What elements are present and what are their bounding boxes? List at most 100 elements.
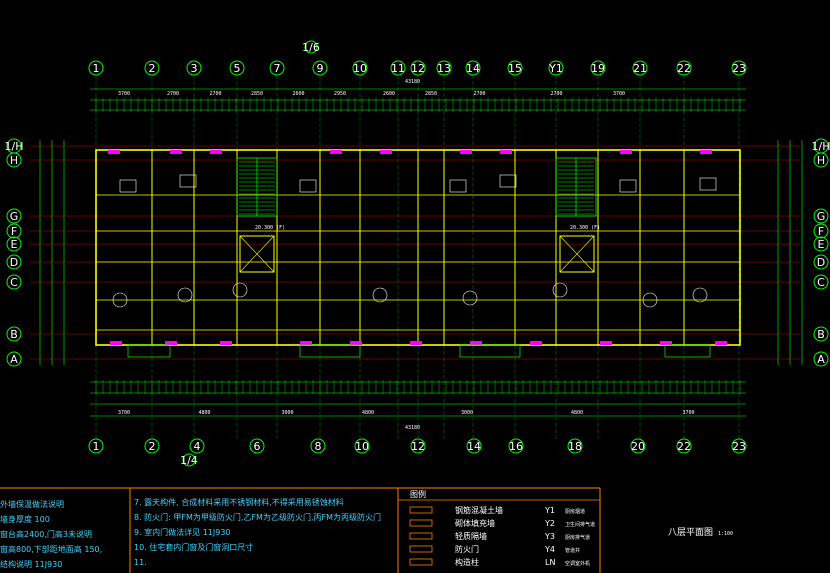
bottom-span-4: 3000	[461, 410, 473, 416]
top-span-8: 2700	[473, 91, 485, 97]
note-left-3: 窗台高2400,门高3未说明	[0, 529, 92, 539]
note-mid-5: 11.	[134, 558, 147, 567]
top-axis-12-label: 12	[411, 62, 425, 75]
legend-label-3: 防火门	[455, 544, 479, 554]
note-left-2: 墙身厚度 100	[0, 514, 50, 524]
top-axis-9: 9	[312, 60, 328, 76]
right-axis-E-label: E	[818, 238, 825, 251]
legend-desc-4: 空调室外机	[565, 560, 590, 567]
window-1	[170, 150, 182, 154]
left-axis-1/H: 1/H	[5, 138, 24, 154]
top-axis-Y1: Y1	[548, 60, 564, 76]
notes-table	[0, 487, 601, 573]
left-axis-E: E	[6, 236, 22, 252]
right-axis-C: C	[813, 274, 829, 290]
overall-width-bottom: 43180	[405, 425, 420, 431]
top-span-4: 2600	[292, 91, 304, 97]
top-axis-21-label: 21	[633, 62, 647, 75]
window-3	[330, 150, 342, 154]
top-axis-14: 14	[465, 60, 481, 76]
bottom-axis-12: 12	[410, 438, 426, 454]
furniture-4	[462, 290, 478, 306]
right-axis-A-label: A	[817, 353, 825, 366]
left-axis-H-label: H	[10, 154, 18, 167]
window-18	[660, 341, 672, 345]
left-axis-1/H-label: 1/H	[5, 140, 24, 153]
window-7	[620, 150, 632, 154]
fixture-4	[499, 174, 517, 188]
top-axis-1-label: 1	[93, 62, 100, 75]
top-axis-2-label: 2	[149, 62, 156, 75]
fixture-0	[119, 179, 137, 193]
bottom-axis-extra: 1/4	[180, 453, 198, 467]
bottom-axis-6-label: 6	[254, 440, 261, 453]
left-axis-A: A	[6, 351, 22, 367]
bottom-span-1: 4800	[198, 410, 210, 416]
bottom-axis-16-label: 16	[509, 440, 523, 453]
top-axis-5: 5	[229, 60, 245, 76]
note-mid-1: 7. 露天构件, 合成材料采用不锈钢材料,不得采用易锈蚀材料	[134, 497, 344, 507]
right-axis-G: G	[813, 208, 829, 224]
right-axis-H-label: H	[817, 154, 825, 167]
bottom-axis-23-label: 23	[732, 440, 746, 453]
bottom-axis-12-label: 12	[411, 440, 425, 453]
bottom-axis-14-label: 14	[467, 440, 481, 453]
left-axis-B-label: B	[10, 328, 18, 341]
top-span-9: 2700	[550, 91, 562, 97]
window-4	[380, 150, 392, 154]
elevator-label-left: 20.300 (F)	[255, 225, 285, 231]
balcony-0	[127, 344, 171, 358]
window-17	[600, 341, 612, 345]
top-span-10: 3700	[613, 91, 625, 97]
elevator-0	[239, 235, 275, 273]
legend-desc-2: 厨房排气道	[565, 534, 590, 541]
legend-label-4: 构造柱	[455, 557, 479, 567]
legend-label-1: 砌体填充墙	[455, 518, 495, 528]
stair-1	[555, 157, 597, 217]
left-axis-E-label: E	[11, 238, 18, 251]
legend-code-4: LN	[545, 558, 555, 567]
bottom-axis-1-label: 1	[93, 440, 100, 453]
top-axis-extra-label: 1/6	[302, 41, 320, 54]
window-0	[108, 150, 120, 154]
elevator-1	[559, 235, 595, 273]
legend-code-0: Y1	[544, 506, 555, 515]
top-span-1: 2700	[167, 91, 179, 97]
right-axis-1/H-label: 1/H	[812, 140, 830, 153]
note-mid-3: 9. 室内门做法详见 11J930	[134, 527, 231, 537]
fixture-6	[699, 177, 717, 191]
top-axis-9-label: 9	[317, 62, 324, 75]
left-axis-G-label: G	[10, 210, 19, 223]
top-axis-13-label: 13	[437, 62, 451, 75]
bottom-axis-18: 18	[567, 438, 583, 454]
top-axis-10: 10	[352, 60, 368, 76]
top-axis-11: 11	[390, 60, 406, 76]
window-16	[530, 341, 542, 345]
left-axis-H: H	[6, 152, 22, 168]
furniture-6	[642, 292, 658, 308]
top-axis-10-label: 10	[353, 62, 367, 75]
window-12	[300, 341, 312, 345]
left-axis-G: G	[6, 208, 22, 224]
left-axis-F: F	[6, 223, 22, 239]
legend-code-3: Y4	[544, 545, 555, 554]
top-axis-5-label: 5	[234, 62, 241, 75]
right-axis-E: E	[813, 236, 829, 252]
window-2	[210, 150, 222, 154]
top-axis-19-label: 19	[591, 62, 605, 75]
note-left-4: 窗高800,下部距地面高 150,	[0, 544, 102, 554]
bottom-span-3: 4800	[362, 410, 374, 416]
window-15	[470, 341, 482, 345]
fixture-3	[449, 179, 467, 193]
top-axis-13: 13	[436, 60, 452, 76]
legend-label-2: 轻质隔墙	[455, 531, 487, 541]
bottom-axis-2-label: 2	[149, 440, 156, 453]
bottom-axis-8: 8	[310, 438, 326, 454]
right-axis-F-label: F	[818, 225, 824, 238]
top-axis-12: 12	[410, 60, 426, 76]
top-span-0: 3700	[118, 91, 130, 97]
furniture-1	[177, 287, 193, 303]
